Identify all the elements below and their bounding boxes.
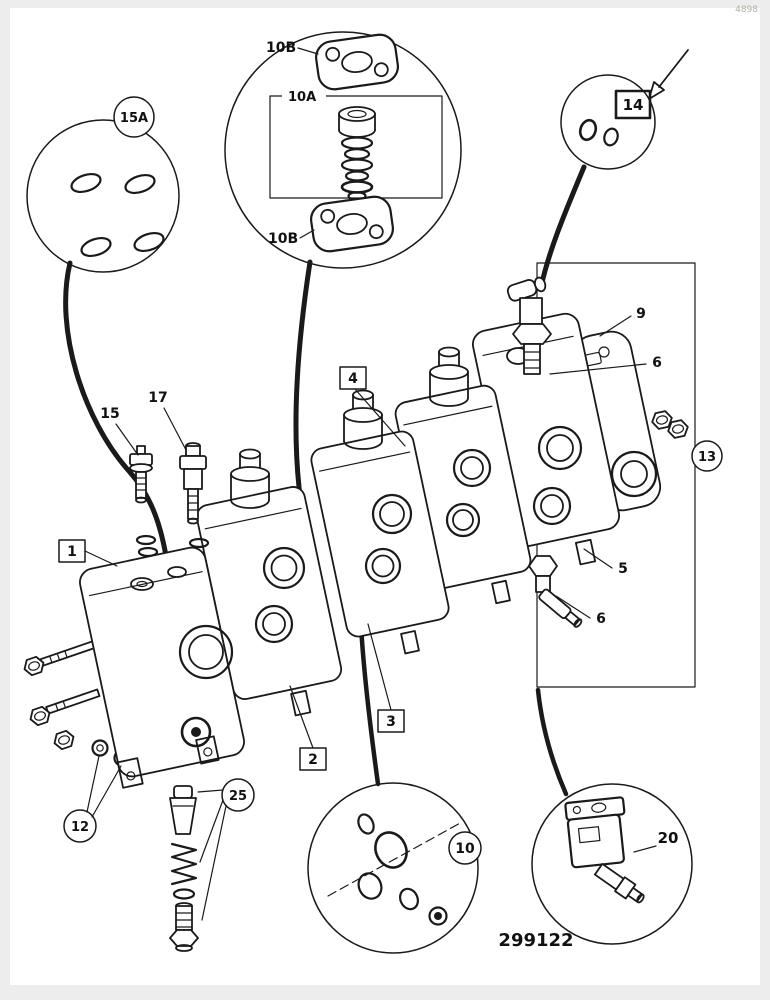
highlight-box-14[interactable] — [614, 89, 652, 120]
callout-labels: 1 2 3 4 5 6 6 9 13 15 17 — [58, 306, 723, 921]
callout-20-label[interactable]: 20 — [658, 829, 679, 847]
callout-12-label[interactable]: 12 — [71, 820, 89, 835]
flange-10b-upper — [315, 33, 399, 91]
callout-14-label[interactable]: 14 — [623, 96, 644, 114]
callout-17-label[interactable]: 17 — [148, 390, 167, 406]
detail-circle-15a: 15A — [26, 96, 180, 273]
valve-section-3 — [310, 389, 450, 655]
callout-10b-lower-label[interactable]: 10B — [268, 231, 298, 247]
o-rings-14 — [578, 118, 619, 147]
o-rings-10 — [357, 813, 448, 926]
callout-10b-upper-label[interactable]: 10B — [266, 40, 296, 56]
flange-10b-lower — [310, 195, 394, 253]
callout-15a-circle[interactable] — [113, 96, 155, 138]
banjo-fitting-part6 — [528, 555, 583, 628]
pointer-arrow-shaft — [658, 49, 689, 88]
callout-13-label[interactable]: 13 — [698, 450, 716, 465]
end-nuts — [649, 409, 691, 440]
callout-6-upper-label[interactable]: 6 — [652, 355, 662, 371]
callout-1-label[interactable]: 1 — [67, 544, 77, 560]
pointer-arrow-head — [648, 81, 665, 100]
o-rings-15a — [70, 172, 165, 258]
callout-6-lower-label[interactable]: 6 — [596, 611, 606, 627]
detail-circle-10: 10 — [307, 782, 482, 954]
callout-15a-label[interactable]: 15A — [120, 111, 148, 126]
callout-13-circle[interactable] — [691, 440, 723, 472]
callout-25-label[interactable]: 25 — [229, 789, 247, 804]
pilot-valve-stack — [506, 276, 552, 375]
callout-4-label[interactable]: 4 — [348, 371, 358, 387]
callout-2-label[interactable]: 2 — [308, 752, 318, 768]
callout-12-circle[interactable] — [63, 809, 97, 843]
callout-5-label[interactable]: 5 — [618, 561, 628, 577]
detail-circle-20: 20 — [531, 783, 693, 945]
check-valve-part25 — [169, 785, 199, 952]
callout-4-box[interactable] — [339, 366, 367, 390]
drawing-number: 299122 — [498, 930, 573, 951]
valve-section-1 — [79, 546, 245, 789]
detail-circle-14: 14 — [560, 49, 689, 170]
fitting-part15 — [129, 445, 159, 558]
detail-10-assembly: 10A 10B 10B — [224, 31, 462, 269]
spool-seal-stack — [338, 106, 376, 201]
callout-10-label[interactable]: 10 — [455, 841, 475, 857]
callout-9-label[interactable]: 9 — [636, 306, 646, 322]
callout-25-circle[interactable] — [221, 778, 255, 812]
page-corner-text: 4898 — [735, 5, 758, 15]
solenoid-valve-20 — [564, 796, 645, 904]
relief-valve-part17 — [179, 442, 210, 549]
callout-10a-label[interactable]: 10A — [288, 90, 316, 105]
callout-10-circle[interactable] — [448, 831, 482, 865]
end-plate-part9 — [572, 330, 662, 512]
callout-3-label[interactable]: 3 — [386, 714, 396, 730]
callout-15-label[interactable]: 15 — [100, 406, 119, 422]
